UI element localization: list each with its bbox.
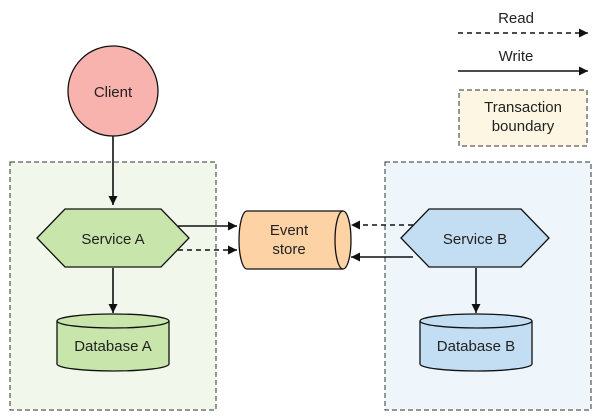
- database-a-cylinder-rim: [56, 320, 170, 329]
- event-store-cylinder-rim: [334, 210, 344, 270]
- legend-write-label: Write: [499, 48, 534, 65]
- event-store-cylinder: [238, 210, 352, 270]
- client-circle: [67, 45, 159, 137]
- legend-read-label: Read: [498, 10, 534, 27]
- database-b-cylinder: [419, 313, 533, 372]
- service-a-node: Service A: [36, 208, 190, 268]
- client-node: Client: [67, 45, 159, 137]
- transaction-boundary-b: [384, 161, 592, 411]
- service-b-label: Service B: [443, 231, 507, 248]
- service-a-hexagon: [36, 208, 190, 268]
- client-label: Client: [94, 84, 133, 101]
- database-b-node: Database B: [419, 313, 533, 372]
- legend-boundary-box: [458, 89, 588, 147]
- service-b-hexagon: [400, 208, 550, 268]
- service-b-node: Service B: [400, 208, 550, 268]
- event-store-label-line1: Event: [270, 222, 309, 239]
- database-b-label: Database B: [437, 338, 515, 355]
- database-a-node: Database A: [56, 313, 170, 372]
- service-a-label: Service A: [81, 231, 144, 248]
- database-a-label: Database A: [74, 338, 152, 355]
- event-store-node: Event store: [238, 210, 352, 270]
- legend-boundary-label-line2: boundary: [492, 118, 555, 135]
- legend-boundary-label-line1: Transaction: [484, 99, 562, 116]
- event-store-label-line2: store: [272, 241, 305, 258]
- database-b-cylinder-rim: [419, 320, 533, 329]
- database-a-cylinder: [56, 313, 170, 372]
